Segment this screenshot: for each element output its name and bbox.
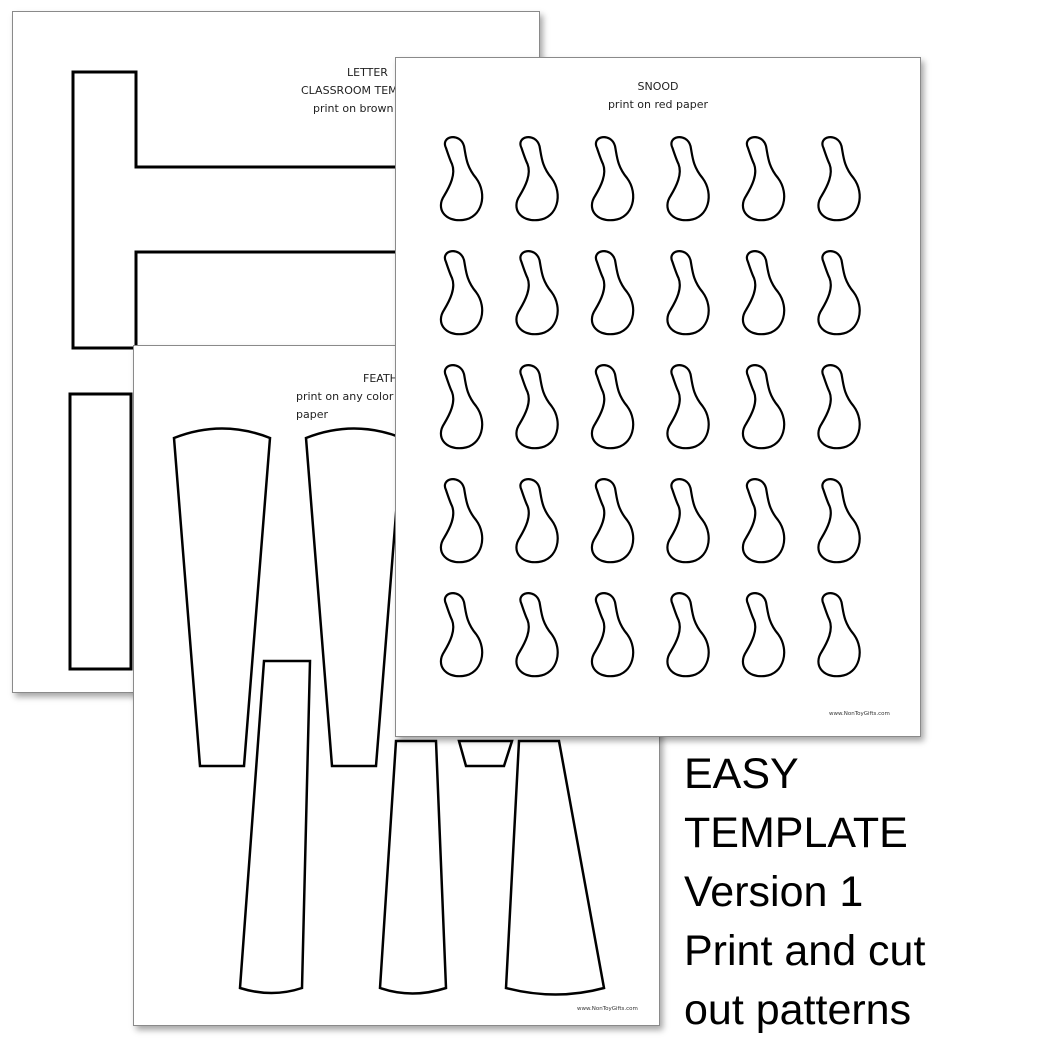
snood-shape (817, 478, 861, 564)
snood-shape (741, 364, 786, 450)
snood-shape (741, 478, 786, 564)
snood-shape (666, 364, 710, 450)
snood-shape (439, 592, 484, 678)
snood-shape (515, 592, 559, 678)
snood-shape (817, 592, 861, 678)
snood-shape (741, 250, 786, 336)
caption-line-3: Version 1 (684, 868, 864, 916)
snood-shape (515, 136, 559, 222)
snood-shape (439, 250, 484, 336)
snood-shape (515, 478, 559, 564)
feather-outlines (172, 427, 606, 996)
snood-shape-grid (439, 136, 861, 678)
snood-shape (590, 592, 635, 678)
snood-shape (666, 478, 710, 564)
snood-shape (666, 136, 710, 222)
snood-shape (590, 136, 635, 222)
snood-title: SNOOD (637, 80, 679, 93)
snood-shape (590, 250, 635, 336)
snood-shape (817, 364, 861, 450)
snood-subtitle: print on red paper (607, 98, 709, 111)
caption-line-2: TEMPLATE (684, 809, 908, 857)
snood-shape (590, 478, 635, 564)
snood-heading: SNOOD print on red paper (396, 78, 920, 114)
snood-shape (741, 136, 786, 222)
snood-shape (439, 478, 484, 564)
caption-line-4: Print and cut (684, 927, 926, 975)
template-caption: EASY TEMPLATE Version 1 Print and cut ou… (684, 745, 1054, 1040)
snood-shape (515, 250, 559, 336)
snood-shape (515, 364, 559, 450)
snood-shape (439, 136, 484, 222)
snood-template-sheet: SNOOD print on red paper www.NonToyGifts… (395, 57, 921, 737)
snood-shape (439, 364, 484, 450)
snood-shape (817, 136, 861, 222)
feathers-footer-url: www.NonToyGifts.com (577, 1006, 638, 1012)
letter-title-line1: LETTER (347, 66, 388, 79)
snood-shape (590, 364, 635, 450)
snood-shape (666, 250, 710, 336)
caption-line-1: EASY (684, 750, 799, 798)
feathers-subtitle: print on any color paper (296, 390, 394, 421)
snood-footer-url: www.NonToyGifts.com (829, 711, 890, 717)
caption-line-5: out patterns (684, 986, 912, 1034)
snood-shape (817, 250, 861, 336)
snood-shape (741, 592, 786, 678)
snood-shape (666, 592, 710, 678)
